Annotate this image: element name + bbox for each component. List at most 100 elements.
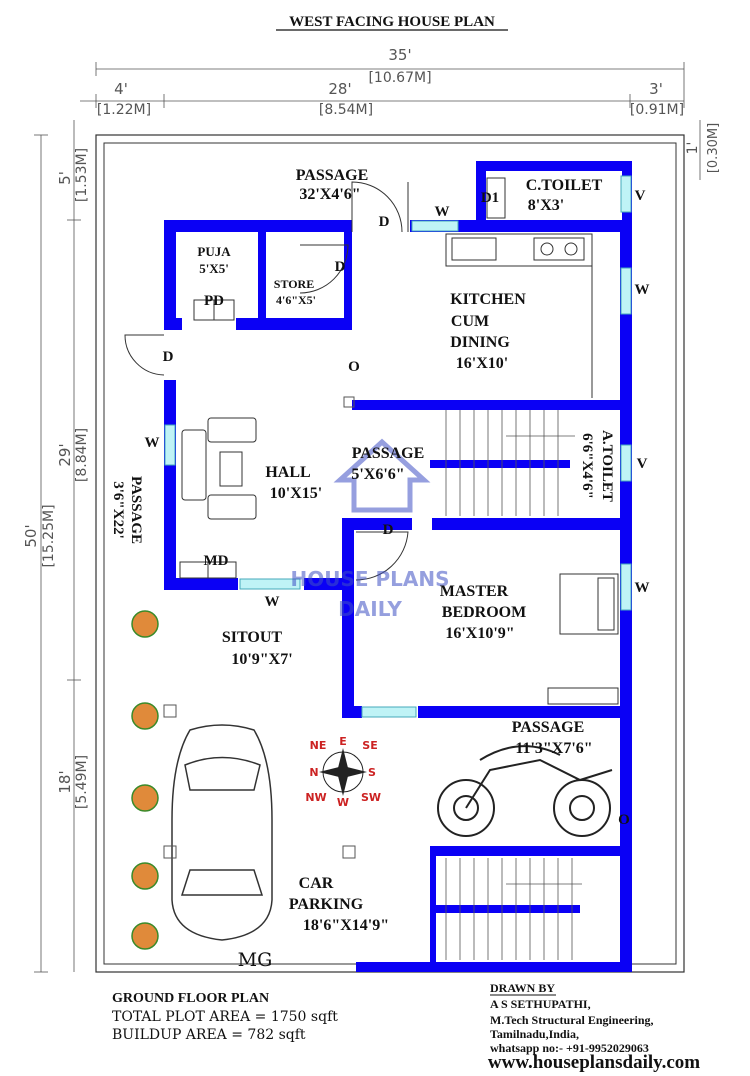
footer-plan-title: GROUND FLOOR PLAN xyxy=(112,991,269,1006)
watermark-logo: HOUSE PLANS DAILY xyxy=(290,438,450,621)
label-passage-mid: PASSAGE xyxy=(352,445,425,462)
plants xyxy=(131,610,159,950)
dim-v-top-ft: 5' xyxy=(56,171,74,185)
door-main-top-swing xyxy=(351,181,403,233)
label-sitout: SITOUT xyxy=(222,629,283,646)
svg-text:S: S xyxy=(368,766,376,779)
svg-text:DAILY: DAILY xyxy=(338,597,402,621)
label-master-1: MASTER xyxy=(440,583,509,600)
author-info: DRAWN BY A S SETHUPATHI, M.Tech Structur… xyxy=(488,981,700,1073)
dim-right-m: [0.91M] xyxy=(630,102,684,118)
label-car-size: 18'6"X14'9" xyxy=(303,917,389,934)
svg-text:V: V xyxy=(635,188,646,204)
svg-text:N: N xyxy=(309,766,318,779)
svg-text:SW: SW xyxy=(361,791,381,804)
room-labels: PASSAGE 32'X4'6" PUJA 5'X5' STORE 4'6"X5… xyxy=(110,167,615,934)
label-atoilet-size: 6'6"X4'6" xyxy=(579,433,595,499)
bed xyxy=(547,573,619,705)
window-hall-left xyxy=(164,424,176,466)
svg-text:V: V xyxy=(637,456,648,472)
dim-total-ft: 35' xyxy=(388,46,411,64)
sofa-set xyxy=(181,417,257,520)
label-hall: HALL xyxy=(265,464,310,481)
dim-v-bot-ft: 18' xyxy=(56,770,74,793)
label-passage-top-size: 32'X4'6" xyxy=(299,186,360,203)
svg-text:D: D xyxy=(163,349,174,365)
opening-marks: D D D D D1 W W W W W V V O O PD MD MG xyxy=(145,188,650,971)
dim-left-ft: 4' xyxy=(114,80,128,98)
dim-mid-ft: 28' xyxy=(328,80,351,98)
vertical-dimensions xyxy=(34,120,81,973)
dim-v-total-m: [15.25M] xyxy=(41,504,57,567)
footer-buildup-area: BUILDUP AREA = 782 sqft xyxy=(112,1027,306,1043)
label-passage-bot-size: 11'3"X7'6" xyxy=(515,740,592,757)
label-passage-top: PASSAGE xyxy=(296,167,369,184)
label-kitchen-2: CUM xyxy=(451,313,489,330)
label-master-size: 16'X10'9" xyxy=(445,625,514,642)
footer-whatsapp: whatsapp no:- +91-9952029063 xyxy=(490,1041,649,1055)
svg-text:MD: MD xyxy=(204,553,229,569)
label-car-2: PARKING xyxy=(289,896,364,913)
label-sitout-size: 10'9"X7' xyxy=(231,651,292,668)
plant-icon xyxy=(131,862,159,890)
plant-icon xyxy=(131,922,159,950)
svg-text:W: W xyxy=(435,204,450,220)
window-master-right xyxy=(620,563,632,611)
label-passage-left-size: 3'6"X22' xyxy=(110,481,126,539)
doors xyxy=(124,177,506,581)
door-master-swing xyxy=(355,531,409,581)
svg-text:W: W xyxy=(337,796,349,809)
svg-text:O: O xyxy=(348,359,360,375)
svg-text:D: D xyxy=(379,214,390,230)
door-store-swing xyxy=(299,244,349,294)
footer-qualification: M.Tech Structural Engineering, xyxy=(490,1013,654,1027)
footer-drawn-by: DRAWN BY xyxy=(490,981,555,995)
plant-icon xyxy=(131,702,159,730)
svg-text:NE: NE xyxy=(310,739,327,752)
motorcycle-icon xyxy=(437,745,613,837)
vent-ctoilet xyxy=(620,175,632,213)
label-ctoilet-size: 8'X3' xyxy=(528,197,564,214)
footer-name: A S SETHUPATHI, xyxy=(490,997,591,1011)
label-atoilet: A.TOILET xyxy=(599,430,615,502)
dim-v-mid-ft: 29' xyxy=(56,443,74,466)
svg-text:W: W xyxy=(635,580,650,596)
window-kitchen-top xyxy=(411,220,459,232)
door-side-swing xyxy=(124,334,165,376)
dim-v-top-m: [1.53M] xyxy=(74,148,90,202)
dim-v-bot-m: [5.49M] xyxy=(74,755,90,809)
staircase xyxy=(445,410,582,960)
label-puja: PUJA xyxy=(197,244,231,259)
label-passage-mid-size: 5'X6'6" xyxy=(351,466,404,483)
plant-icon xyxy=(131,784,159,812)
label-store: STORE xyxy=(274,277,314,291)
horizontal-dimensions xyxy=(80,62,685,108)
svg-text:E: E xyxy=(339,735,347,748)
vent-atoilet xyxy=(620,444,632,482)
plan-title: WEST FACING HOUSE PLAN xyxy=(289,14,495,30)
label-puja-size: 5'X5' xyxy=(199,261,229,276)
svg-text:W: W xyxy=(265,594,280,610)
label-kitchen-3: DINING xyxy=(450,334,510,351)
dim-v-total-ft: 50' xyxy=(22,524,40,547)
car-icon xyxy=(171,724,273,941)
dim-mid-m: [8.54M] xyxy=(319,102,373,118)
plant-icon xyxy=(131,610,159,638)
window-hall-bottom xyxy=(239,578,301,590)
svg-text:D: D xyxy=(335,259,346,275)
footer-plot-area: TOTAL PLOT AREA = 1750 sqft xyxy=(112,1009,338,1025)
dim-top-m: [0.30M] xyxy=(706,123,721,173)
svg-text:PD: PD xyxy=(204,293,224,309)
toilet-door xyxy=(486,177,506,219)
label-main-gate: MG xyxy=(238,949,273,971)
svg-text:NW: NW xyxy=(305,791,326,804)
label-passage-bot: PASSAGE xyxy=(512,719,585,736)
kitchen-counter xyxy=(445,233,593,398)
footer-website: www.houseplansdaily.com xyxy=(488,1052,700,1073)
svg-text:O: O xyxy=(618,812,630,828)
dim-left-m: [1.22M] xyxy=(97,102,151,118)
compass-letters: E W N S NE SE NW SW xyxy=(305,735,381,809)
windows xyxy=(164,175,632,718)
label-kitchen-size: 16'X10' xyxy=(456,355,508,372)
dim-total-m: [10.67M] xyxy=(368,70,431,86)
